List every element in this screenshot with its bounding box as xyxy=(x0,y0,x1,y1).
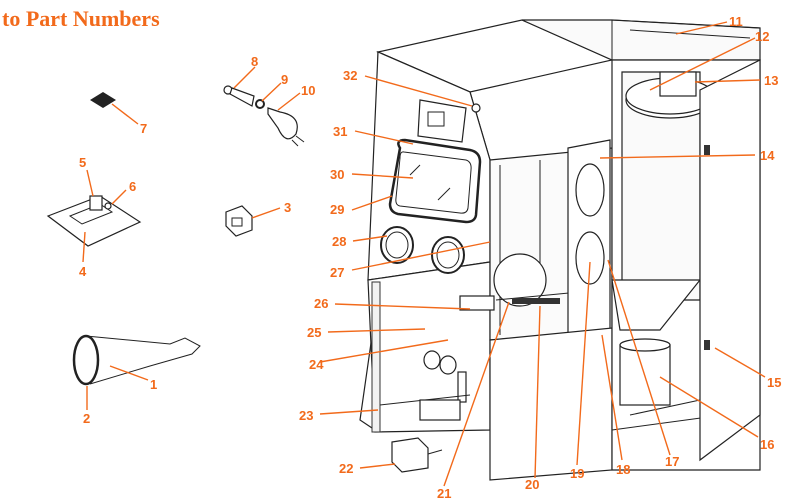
foot-pedal-icon xyxy=(391,437,443,473)
callout-3: 3 xyxy=(284,200,291,215)
callout-5: 5 xyxy=(79,155,86,170)
cabinet-drawing xyxy=(359,19,761,481)
leader-lines xyxy=(82,21,766,487)
callout-26: 26 xyxy=(314,296,328,311)
callout-18: 18 xyxy=(616,462,630,477)
light-mount-icon xyxy=(46,195,142,247)
callout-32: 32 xyxy=(343,68,357,83)
callout-4: 4 xyxy=(79,264,87,279)
callout-7: 7 xyxy=(140,121,147,136)
callout-6: 6 xyxy=(129,179,136,194)
callout-8: 8 xyxy=(251,54,258,69)
callout-30: 30 xyxy=(330,167,344,182)
callout-10: 10 xyxy=(301,83,315,98)
electrical-box-icon xyxy=(225,205,253,237)
glove-icon xyxy=(72,334,201,386)
callout-19: 19 xyxy=(570,466,584,481)
callout-22: 22 xyxy=(339,461,353,476)
callout-23: 23 xyxy=(299,408,313,423)
callout-27: 27 xyxy=(330,265,344,280)
callout-1: 1 xyxy=(150,377,157,392)
callout-11: 11 xyxy=(729,14,743,29)
callout-29: 29 xyxy=(330,202,344,217)
callout-31: 31 xyxy=(333,124,347,139)
callout-9: 9 xyxy=(281,72,288,87)
page-title: to Part Numbers xyxy=(2,6,160,31)
callout-21: 21 xyxy=(437,486,451,499)
callout-16: 16 xyxy=(760,437,774,452)
callout-14: 14 xyxy=(760,148,775,163)
light-bulb-icon xyxy=(223,85,305,147)
callout-13: 13 xyxy=(764,73,778,88)
callout-17: 17 xyxy=(665,454,679,469)
callout-20: 20 xyxy=(525,477,539,492)
callout-15: 15 xyxy=(767,375,781,390)
callout-labels: 1 2 3 4 5 6 7 8 9 10 11 12 13 14 15 16 1… xyxy=(79,14,781,499)
callout-28: 28 xyxy=(332,234,346,249)
loose-parts xyxy=(46,85,443,473)
callout-24: 24 xyxy=(309,357,324,372)
filter-pad-icon xyxy=(90,92,116,108)
callout-25: 25 xyxy=(307,325,321,340)
callout-12: 12 xyxy=(755,29,769,44)
callout-2: 2 xyxy=(83,411,90,426)
